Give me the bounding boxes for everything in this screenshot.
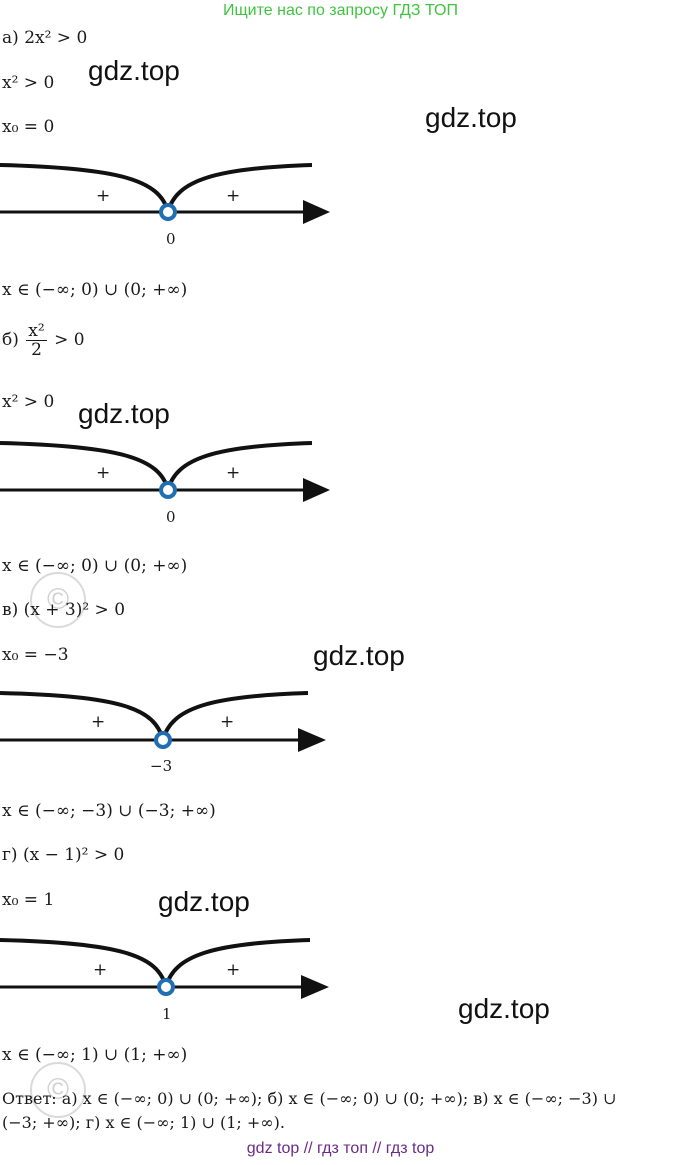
- sign-right: +: [226, 960, 241, 980]
- part-a-ineq: 2x² > 0: [24, 28, 88, 48]
- copyright-stamp-icon: ©: [30, 572, 86, 628]
- footer-links[interactable]: gdz top // гдз топ // гдз top: [246, 1140, 435, 1157]
- watermark-text: gdz.top: [458, 993, 550, 1024]
- sign-left: +: [96, 186, 111, 206]
- axis-point-label: 1: [162, 1005, 172, 1023]
- axis-point-label: −3: [150, 757, 173, 775]
- part-a-label: а): [2, 28, 19, 48]
- part-a-number-line: [0, 163, 330, 224]
- watermark-text: gdz.top: [158, 886, 250, 917]
- part-b-ineq-rest: > 0: [54, 330, 85, 350]
- part-b-inequality: б) x² 2 > 0: [2, 322, 85, 359]
- part-d-root: x₀ = 1: [2, 890, 55, 910]
- fraction-denominator: 2: [31, 340, 42, 360]
- final-answer-line-1: Ответ: а) x ∈ (−∞; 0) ∪ (0; +∞); б) x ∈ …: [2, 1089, 617, 1108]
- sign-left: +: [96, 463, 111, 483]
- part-b-step: x² > 0: [2, 392, 55, 412]
- axis-point-label: 0: [166, 508, 176, 526]
- part-d-number-line: [0, 938, 329, 999]
- part-d-ineq: (x − 1)² > 0: [22, 845, 125, 865]
- part-a-answer: x ∈ (−∞; 0) ∪ (0; +∞): [2, 280, 188, 300]
- part-c-root: x₀ = −3: [2, 645, 69, 665]
- part-b-number-line: [0, 441, 330, 502]
- watermark-text: gdz.top: [78, 398, 170, 429]
- part-c-inequality: в) (x + 3)² > 0: [2, 600, 125, 620]
- final-answer-line-2: (−3; +∞); г) x ∈ (−∞; 1) ∪ (1; +∞).: [2, 1113, 285, 1132]
- part-a-inequality: а) 2x² > 0: [2, 28, 87, 48]
- part-c-ineq: (x + 3)² > 0: [23, 600, 126, 620]
- part-b-answer: x ∈ (−∞; 0) ∪ (0; +∞): [2, 556, 188, 576]
- part-b-label: б): [2, 330, 19, 350]
- part-c-number-line: [0, 691, 326, 752]
- part-a-step: x² > 0: [2, 73, 55, 93]
- sign-right: +: [226, 186, 241, 206]
- watermark-text: gdz.top: [425, 102, 517, 133]
- part-a-root: x₀ = 0: [2, 117, 55, 137]
- part-d-answer: x ∈ (−∞; 1) ∪ (1; +∞): [2, 1045, 188, 1065]
- part-d-inequality: г) (x − 1)² > 0: [2, 845, 124, 865]
- copyright-stamp-icon: ©: [30, 1062, 86, 1118]
- fraction: x² 2: [26, 321, 47, 360]
- sign-right: +: [226, 463, 241, 483]
- sign-left: +: [91, 712, 106, 732]
- part-c-answer: x ∈ (−∞; −3) ∪ (−3; +∞): [2, 801, 216, 821]
- axis-point-label: 0: [166, 230, 176, 248]
- watermark-text: gdz.top: [88, 55, 180, 86]
- search-banner[interactable]: Ищите нас по запросу ГДЗ ТОП: [223, 2, 458, 19]
- fraction-numerator: x²: [26, 321, 47, 341]
- sign-right: +: [220, 712, 235, 732]
- watermark-text: gdz.top: [313, 640, 405, 671]
- sign-left: +: [93, 960, 108, 980]
- part-d-label: г): [2, 845, 18, 865]
- part-c-label: в): [2, 600, 19, 620]
